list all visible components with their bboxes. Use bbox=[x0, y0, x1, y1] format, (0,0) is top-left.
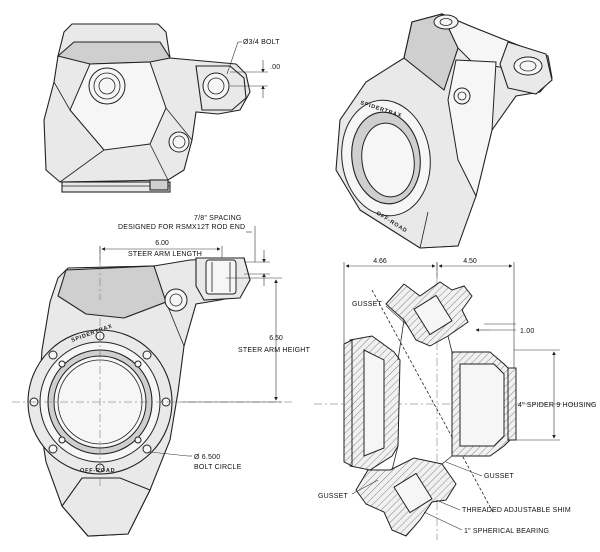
section-view bbox=[314, 262, 596, 540]
spacing-label: 7/8" SPACING bbox=[194, 215, 242, 222]
bolt-circle-value: Ø 6.500 bbox=[194, 454, 220, 461]
steer-length-label: STEER ARM LENGTH bbox=[128, 251, 202, 258]
offset-right-value: 1.00 bbox=[520, 328, 534, 335]
shim-label: THREADED ADJUSTABLE SHIM bbox=[462, 507, 571, 514]
side-view-knuckle: SPIDERTRAX OFF-ROAD bbox=[27, 257, 251, 537]
top-view-knuckle bbox=[43, 23, 251, 193]
steer-length-value: 6.00 bbox=[155, 240, 169, 247]
steer-height-label: STEER ARM HEIGHT bbox=[238, 347, 311, 354]
section-view-dimensions: 4.66 4.50 1.00 4" SPIDER 9 HOUSING bbox=[343, 258, 597, 441]
bolt-circle-label: BOLT CIRCLE bbox=[194, 464, 242, 471]
housing-label: 4" SPIDER 9 HOUSING bbox=[518, 402, 597, 409]
bolt-circle-callout: Ø 6.500 BOLT CIRCLE bbox=[149, 451, 242, 471]
side-view-centerlines bbox=[12, 246, 292, 488]
bolt-label: Ø3/4 BOLT bbox=[243, 39, 280, 46]
gusset-top-left-label: GUSSET bbox=[352, 301, 383, 308]
steer-arm-dimensions: 7/8" SPACING DESIGNED FOR RSMX12T ROD EN… bbox=[99, 215, 311, 403]
rod-end-label: DESIGNED FOR RSMX12T ROD END bbox=[118, 224, 245, 231]
bolt-dimension: Ø3/4 BOLT .00 bbox=[226, 39, 280, 98]
steer-height-value: 6.50 bbox=[269, 335, 283, 342]
bolt-offset-label: .00 bbox=[270, 64, 280, 71]
bearing-label: 1" SPHERICAL BEARING bbox=[464, 528, 549, 535]
gusset-bottom-left-label: GUSSET bbox=[318, 493, 349, 500]
section-view-callouts: GUSSET GUSSET GUSSET THREADED ADJUSTABLE… bbox=[318, 301, 571, 535]
side-brand-lower: OFF-ROAD bbox=[80, 468, 115, 474]
width-right-value: 4.50 bbox=[463, 258, 477, 265]
width-left-value: 4.66 bbox=[373, 258, 387, 265]
isometric-view-knuckle: SPIDERTRAX OFF-ROAD bbox=[335, 13, 553, 249]
gusset-right-label: GUSSET bbox=[484, 473, 515, 480]
